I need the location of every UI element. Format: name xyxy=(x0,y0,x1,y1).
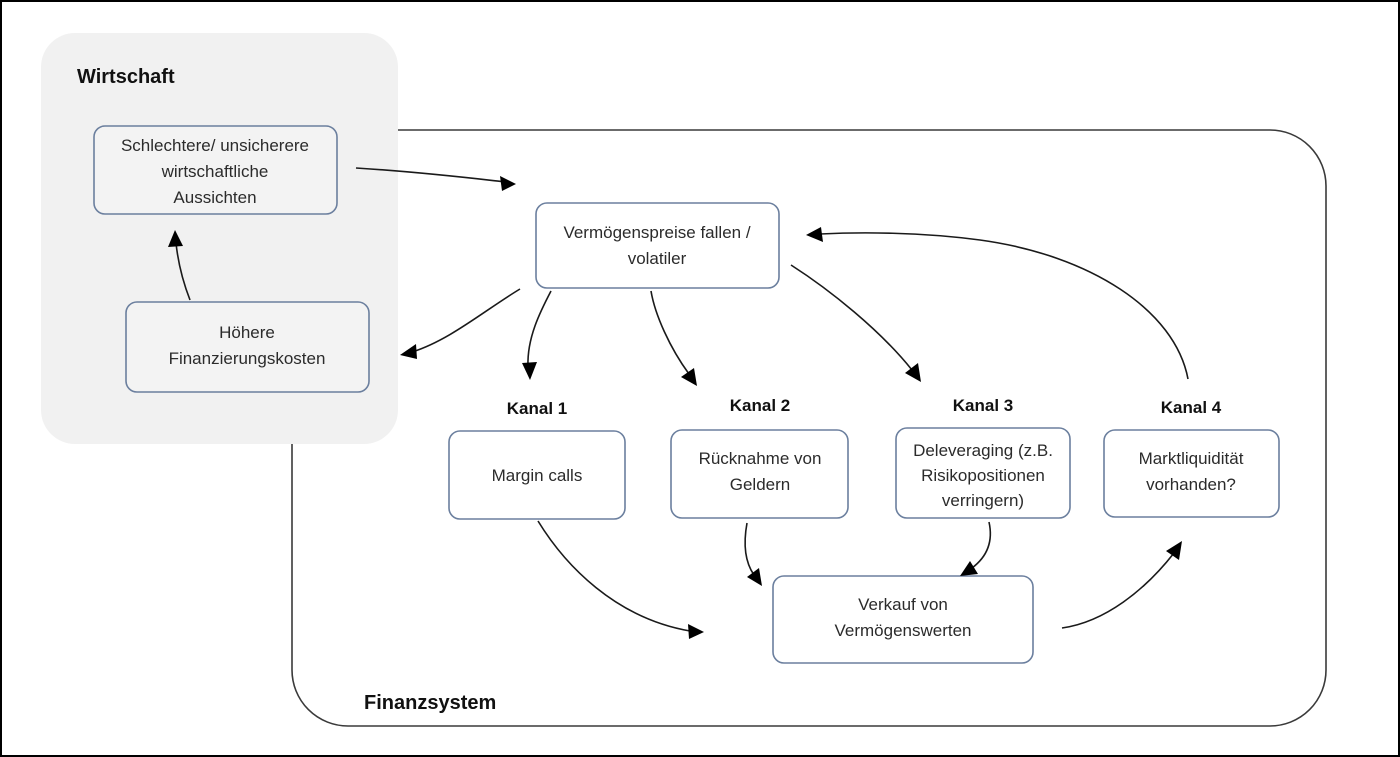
node-asset-sales-line1: Verkauf von xyxy=(858,595,948,614)
node-deleveraging[interactable]: Deleveraging (z.B. Risikopositionen verr… xyxy=(895,427,1071,519)
node-outlook[interactable]: Schlechtere/ unsicherere wirtschaftliche… xyxy=(93,125,338,215)
node-outlook-line3: Aussichten xyxy=(173,188,256,207)
node-outlook-line1: Schlechtere/ unsicherere xyxy=(121,136,309,155)
arrow-channel-2-to-asset-sales xyxy=(744,522,762,586)
arrow-channel-1-to-asset-sales xyxy=(537,520,704,639)
node-asset-sales-box xyxy=(772,575,1034,664)
arrow-asset-prices-to-channel-2 xyxy=(650,290,697,386)
node-funding-costs[interactable]: Höhere Finanzierungskosten xyxy=(125,301,370,393)
node-asset-sales-line2: Vermögenswerten xyxy=(834,621,971,640)
node-redemptions-box xyxy=(670,429,849,519)
finanzsystem-group-label: Finanzsystem xyxy=(364,692,496,714)
node-funding-costs-line2: Finanzierungskosten xyxy=(169,349,326,368)
node-outlook-box xyxy=(93,125,338,215)
node-deleveraging-line1: Deleveraging (z.B. xyxy=(913,441,1053,460)
node-redemptions-line2: Geldern xyxy=(730,475,790,494)
arrow-channel-3-to-asset-sales xyxy=(960,521,992,576)
arrow-asset-prices-to-funding-costs xyxy=(400,288,521,359)
node-asset-prices-line1: Vermögenspreise fallen / xyxy=(563,223,750,242)
channel-label-3: Kanal 3 xyxy=(953,396,1013,415)
node-deleveraging-line3: verringern) xyxy=(942,491,1024,510)
node-funding-costs-line1: Höhere xyxy=(219,323,275,342)
node-asset-sales[interactable]: Verkauf von Vermögenswerten xyxy=(772,575,1034,664)
node-margin-calls-line1: Margin calls xyxy=(492,466,583,485)
node-redemptions[interactable]: Rücknahme von Geldern xyxy=(670,429,849,519)
node-margin-calls-box xyxy=(448,430,626,520)
arrow-funding-costs-to-outlook xyxy=(168,230,191,301)
node-liquidity[interactable]: Marktliquidität vorhanden? xyxy=(1103,429,1280,518)
arrow-outlook-to-asset-prices xyxy=(355,167,516,191)
node-redemptions-line1: Rücknahme von xyxy=(699,449,822,468)
node-asset-prices-line2: volatiler xyxy=(628,249,687,268)
node-liquidity-line2: vorhanden? xyxy=(1146,475,1236,494)
arrow-asset-prices-to-channel-3 xyxy=(790,264,921,382)
node-margin-calls[interactable]: Margin calls xyxy=(448,430,626,520)
channel-label-4: Kanal 4 xyxy=(1161,398,1222,417)
node-asset-prices[interactable]: Vermögenspreise fallen / volatiler xyxy=(535,202,780,289)
channel-label-2: Kanal 2 xyxy=(730,396,790,415)
node-funding-costs-box xyxy=(125,301,370,393)
arrow-liquidity-to-asset-prices xyxy=(806,227,1189,380)
arrow-asset-sales-to-liquidity xyxy=(1061,541,1182,629)
node-outlook-line2: wirtschaftliche xyxy=(161,162,269,181)
node-deleveraging-line2: Risikopositionen xyxy=(921,466,1045,485)
arrow-asset-prices-to-channel-1 xyxy=(522,290,552,380)
wirtschaft-group-label: Wirtschaft xyxy=(77,66,175,88)
channel-label-1: Kanal 1 xyxy=(507,399,567,418)
node-liquidity-box xyxy=(1103,429,1280,518)
node-deleveraging-box xyxy=(895,427,1071,519)
node-liquidity-line1: Marktliquidität xyxy=(1139,449,1244,468)
node-asset-prices-box xyxy=(535,202,780,289)
